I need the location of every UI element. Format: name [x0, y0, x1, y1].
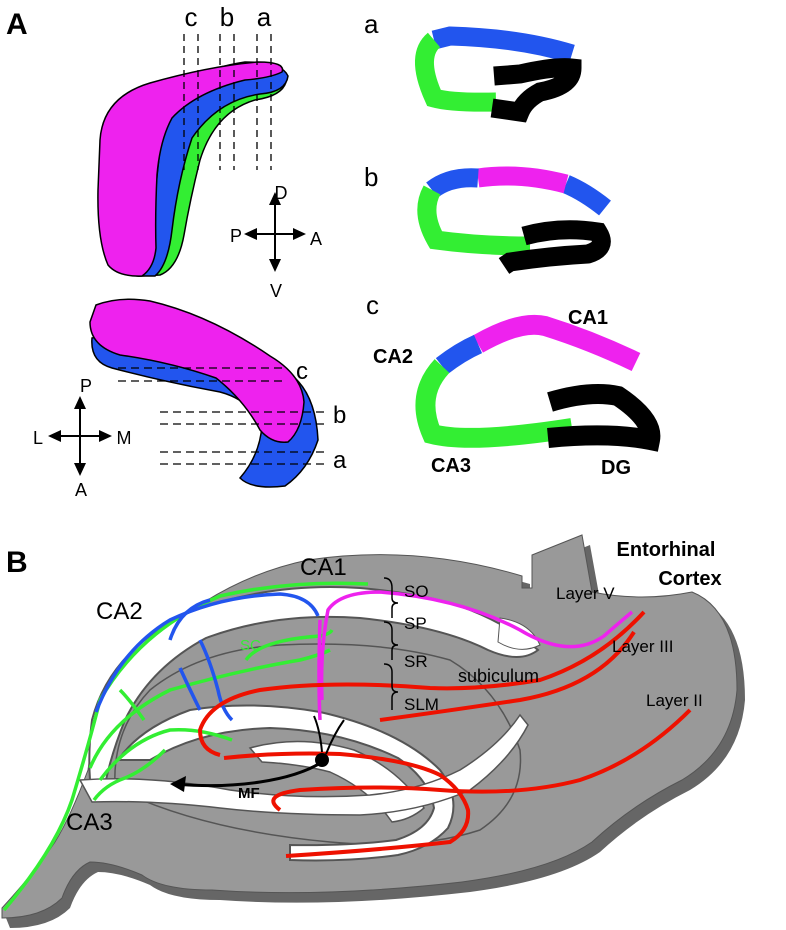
region-ca3-label: CA3 — [431, 455, 471, 477]
cut-label-c-bottom: c — [296, 358, 308, 385]
layer-sp: SP — [404, 614, 427, 633]
cut-lines-horizontal — [118, 367, 325, 465]
region-ca2-label: CA2 — [373, 346, 413, 368]
compass-palm: P A L M — [33, 376, 132, 500]
compass-l: L — [33, 428, 43, 448]
section-c: c CA1 CA2 CA3 DG — [366, 290, 661, 479]
panel-b-ca1: CA1 — [300, 554, 347, 581]
layer-v-label: Layer V — [556, 584, 615, 603]
panel-b-label: B — [6, 546, 28, 579]
compass-a: A — [310, 229, 322, 249]
compass-dvpa: D V P A — [230, 183, 322, 301]
layer-so: SO — [404, 582, 429, 601]
panel-b-ca2: CA2 — [96, 598, 143, 625]
panel-b-ca3: CA3 — [66, 809, 113, 836]
hippocampus-side-view: c b a — [97, 2, 289, 277]
layer-iii-label: Layer III — [612, 637, 673, 656]
sc-label: SC — [240, 637, 261, 654]
dentate-band — [116, 704, 455, 862]
magenta-pathways — [317, 590, 634, 721]
layer-sr: SR — [404, 652, 428, 671]
cut-label-b-top: b — [220, 2, 234, 32]
cut-label-c-top: c — [185, 2, 198, 32]
layer-bracket: SO SP SR SLM — [383, 577, 439, 714]
entorhinal-label-2: Cortex — [658, 568, 721, 590]
compass-v: V — [270, 281, 282, 301]
entorhinal-label-1: Entorhinal — [617, 539, 716, 561]
subiculum-label: subiculum — [458, 666, 539, 686]
cut-label-a-bottom: a — [333, 447, 347, 474]
section-label-c: c — [366, 290, 379, 320]
mf-label: MF — [238, 785, 260, 802]
compass-p: P — [230, 226, 242, 246]
region-ca1-label: CA1 — [568, 307, 608, 329]
section-a: a — [364, 9, 582, 123]
layer-ii-label: Layer II — [646, 691, 703, 710]
hippocampus-magenta-layer — [97, 61, 284, 277]
cut-lines-vertical — [183, 34, 272, 170]
hippocampus-magenta-top — [89, 298, 305, 443]
section-b: b — [364, 162, 611, 274]
mossy-fibers: MF — [170, 715, 345, 802]
compass-d: D — [275, 183, 288, 203]
panel-a-label: A — [6, 8, 28, 41]
section-label-a: a — [364, 9, 379, 39]
cut-label-b-bottom: b — [333, 402, 346, 429]
region-dg-label: DG — [601, 457, 631, 479]
hippocampus-top-view: c b a — [89, 298, 347, 488]
blue-pathways — [94, 592, 320, 722]
section-label-b: b — [364, 162, 378, 192]
compass-m: M — [117, 428, 132, 448]
compass-p2: P — [80, 376, 92, 396]
layer-slm: SLM — [404, 695, 439, 714]
compass-a2: A — [75, 480, 87, 500]
cut-label-a-top: a — [257, 2, 272, 32]
